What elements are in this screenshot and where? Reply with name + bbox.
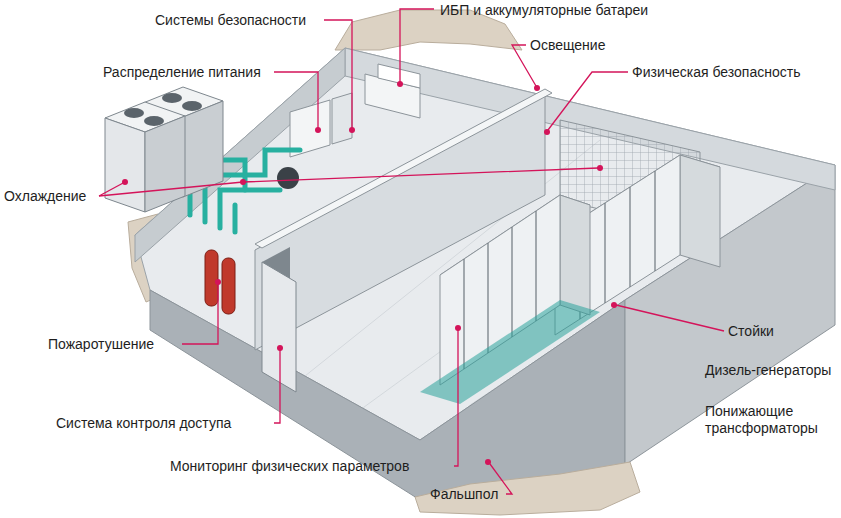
callout-label: Дизель-генераторы [705, 362, 831, 379]
chiller-fan [162, 93, 182, 103]
leader-dot [455, 325, 461, 331]
rack-side [680, 155, 720, 267]
leader-dot [349, 127, 355, 133]
leader-dot [597, 165, 603, 171]
leader-line [182, 284, 218, 344]
leader-line [454, 330, 458, 466]
callout-label: Стойки [728, 323, 774, 340]
chiller-fan [182, 101, 202, 111]
leader-dot [397, 81, 403, 87]
callout-label: Распределение питания [103, 64, 261, 81]
rack-divider [629, 187, 630, 287]
chiller-side [183, 101, 223, 197]
callout-label: Физическая безопасность [632, 64, 800, 81]
door [262, 262, 296, 392]
leader-dot [611, 302, 617, 308]
rack-side [560, 195, 590, 315]
rack-divider [604, 203, 605, 303]
leader-dot [277, 345, 283, 351]
leader-dot [485, 459, 491, 465]
fire-cylinder [222, 258, 235, 314]
compressor [277, 167, 299, 189]
floor-grille [420, 300, 600, 404]
leader-dot [534, 85, 540, 91]
callout-label: Пожаротушение [48, 336, 154, 353]
rack-divider [463, 259, 464, 369]
front-wall [150, 290, 625, 500]
rack-divider [535, 211, 536, 321]
callout-label: ИБП и аккумуляторные батареи [440, 2, 648, 19]
leader-line [400, 9, 434, 82]
leader-line [274, 350, 280, 423]
leader-dot [544, 129, 550, 135]
leader-line [616, 305, 724, 331]
chiller-fan [144, 116, 164, 126]
leader-line [274, 72, 318, 128]
fire-cylinder [205, 250, 218, 306]
callout-label: Мониторинг физических параметров [170, 458, 409, 475]
leader-line [99, 168, 598, 196]
pipe [233, 205, 238, 232]
leader-dot [122, 179, 128, 185]
power-panel [332, 93, 352, 144]
callout-label: Фальшпол [430, 486, 498, 503]
chiller-fan [124, 108, 144, 118]
leader-dot [240, 179, 246, 185]
rack-divider [654, 171, 655, 271]
callout-label: Система контроля доступа [56, 415, 231, 432]
chiller-front [105, 118, 145, 212]
callout-label: Охлаждение [4, 188, 86, 205]
leader-dot [315, 127, 321, 133]
leader-dots [122, 81, 617, 465]
rack-divider [511, 227, 512, 337]
leader-line [548, 72, 628, 130]
rack-divider [487, 243, 488, 353]
pipe [220, 190, 280, 228]
callout-label: Понижающие трансформаторы [705, 403, 825, 437]
leader-dot [215, 279, 221, 285]
rock [415, 462, 640, 515]
ups-cabinet [378, 64, 420, 88]
wall-top [255, 89, 552, 248]
leader-line [324, 20, 352, 128]
callout-label: Системы безопасности [155, 12, 306, 29]
callout-label: Освещение [530, 37, 605, 54]
chiller-side [145, 116, 185, 212]
rack-dividers [580, 171, 655, 319]
